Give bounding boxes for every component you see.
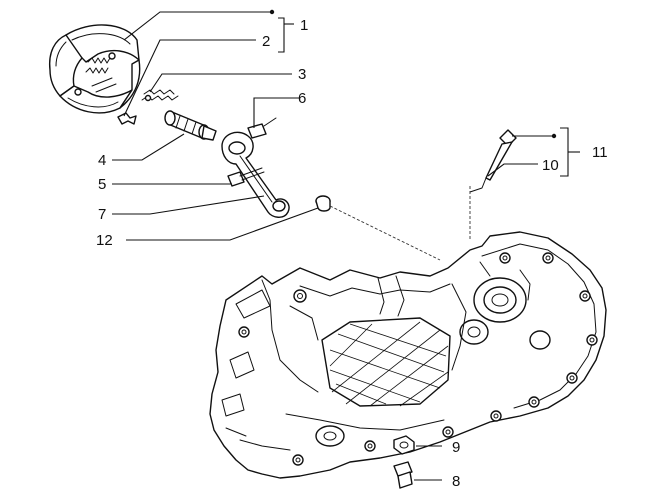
callout-10: 10 <box>542 157 559 174</box>
circlip-part <box>117 112 137 125</box>
callout-12: 12 <box>96 232 113 249</box>
callout-5: 5 <box>98 176 106 193</box>
kickstart-shaft <box>164 110 217 141</box>
bolt-part-5 <box>227 167 265 187</box>
callout-2: 2 <box>262 33 270 50</box>
callout-1: 1 <box>300 17 308 34</box>
callout-8: 8 <box>452 473 460 490</box>
bolt-part-6 <box>247 117 277 139</box>
drain-plug-part-8 <box>393 461 413 489</box>
callout-4: 4 <box>98 152 106 169</box>
spring-part <box>141 89 179 102</box>
nut-part-9 <box>393 435 415 455</box>
callout-6: 6 <box>298 90 306 107</box>
callout-11: 11 <box>592 144 608 161</box>
crankcase-housing <box>209 231 607 479</box>
leader-lines <box>112 9 580 481</box>
oil-dipstick <box>469 129 517 193</box>
callout-9: 9 <box>452 439 460 456</box>
bushing-part-12 <box>315 195 331 212</box>
callout-7: 7 <box>98 206 106 223</box>
callout-labels: 1 2 3 6 4 5 7 12 11 10 9 8 <box>96 17 608 490</box>
assembly-lines <box>329 186 471 261</box>
clutch-shoe-assembly <box>48 24 141 114</box>
callout-3: 3 <box>298 66 306 83</box>
